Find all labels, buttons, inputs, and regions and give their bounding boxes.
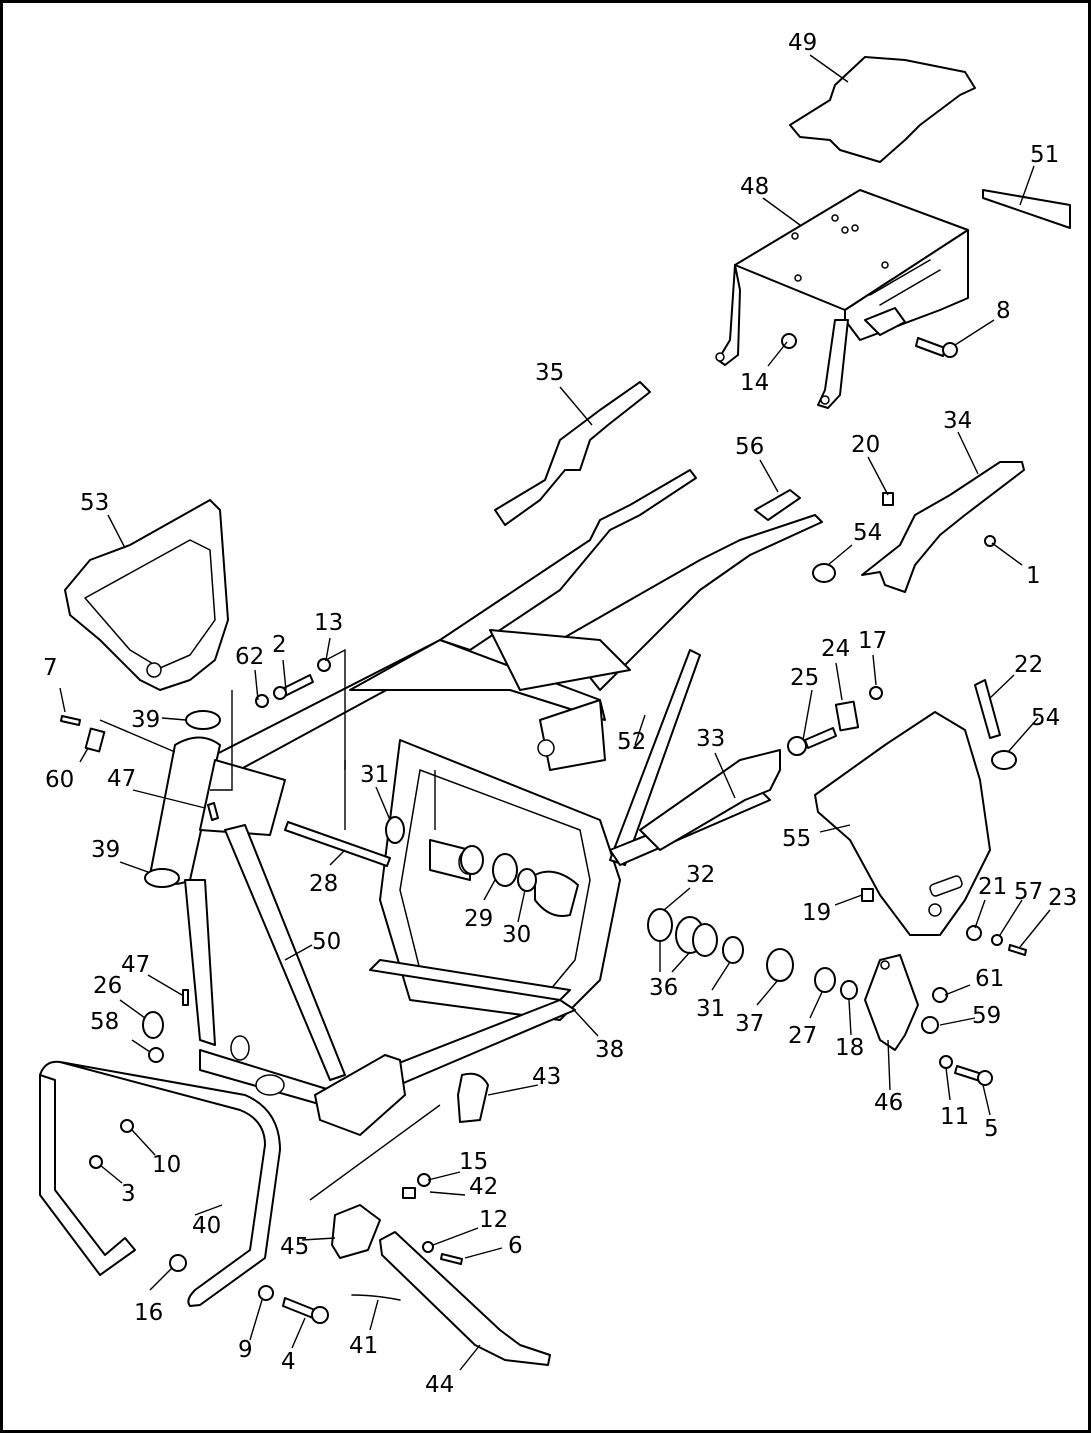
callout-26: 26 <box>93 973 122 999</box>
callout-60: 60 <box>45 767 74 793</box>
leader-lines <box>59 54 1051 1371</box>
part-35-rail <box>494 381 651 526</box>
callout-39-upper: 39 <box>131 707 160 733</box>
callout-52: 52 <box>617 729 646 755</box>
callout-11: 11 <box>940 1104 969 1130</box>
part-22-strip <box>974 679 1001 739</box>
callout-45: 45 <box>280 1234 309 1260</box>
callout-30: 30 <box>502 922 531 948</box>
callout-56: 56 <box>735 434 764 460</box>
callout-7: 7 <box>43 655 58 681</box>
callout-51: 51 <box>1030 142 1059 168</box>
callout-23: 23 <box>1048 885 1077 911</box>
callout-47-upper: 47 <box>107 766 136 792</box>
callout-53: 53 <box>80 490 109 516</box>
callout-31-upper: 31 <box>360 762 389 788</box>
callout-54-upper: 54 <box>853 520 882 546</box>
callout-12: 12 <box>479 1207 508 1233</box>
callout-19: 19 <box>802 900 831 926</box>
callout-1: 1 <box>1026 563 1041 589</box>
callout-16: 16 <box>134 1300 163 1326</box>
callout-37: 37 <box>735 1011 764 1037</box>
callout-36: 36 <box>649 975 678 1001</box>
callout-33: 33 <box>696 726 725 752</box>
callout-13: 13 <box>314 610 343 636</box>
callout-59: 59 <box>972 1003 1001 1029</box>
callout-29: 29 <box>464 906 493 932</box>
callout-48: 48 <box>740 174 769 200</box>
part-55-right-cover <box>814 711 991 936</box>
callout-22: 22 <box>1014 652 1043 678</box>
part-51-strip <box>982 189 1071 229</box>
callout-8: 8 <box>996 298 1011 324</box>
callout-46: 46 <box>874 1090 903 1116</box>
callout-28: 28 <box>309 871 338 897</box>
part-54-cap-upper <box>812 563 836 583</box>
hardware-parts <box>60 333 1027 1324</box>
callout-24: 24 <box>821 636 850 662</box>
callout-62: 62 <box>235 644 264 670</box>
part-33-rail <box>639 749 781 851</box>
callout-38: 38 <box>595 1037 624 1063</box>
callout-44: 44 <box>425 1372 454 1398</box>
callout-31-lower: 31 <box>696 996 725 1022</box>
part-43-cover <box>457 1072 489 1123</box>
callout-15: 15 <box>459 1149 488 1175</box>
callout-17: 17 <box>858 628 887 654</box>
callout-10: 10 <box>152 1152 181 1178</box>
callout-5: 5 <box>984 1116 999 1142</box>
callout-2: 2 <box>272 632 287 658</box>
callout-21: 21 <box>978 874 1007 900</box>
part-46-bracket <box>864 954 919 1051</box>
callout-34: 34 <box>943 408 972 434</box>
part-54-cap-lower <box>991 750 1017 770</box>
part-53-side-cover <box>64 499 229 691</box>
callout-3: 3 <box>121 1181 136 1207</box>
callout-4: 4 <box>281 1349 296 1375</box>
callout-49: 49 <box>788 30 817 56</box>
callout-25: 25 <box>790 665 819 691</box>
callout-61: 61 <box>975 966 1004 992</box>
part-49-gasket <box>789 56 976 163</box>
part-56-clip <box>754 489 801 521</box>
callout-41: 41 <box>349 1333 378 1359</box>
callout-9: 9 <box>238 1337 253 1363</box>
part-main-frame <box>149 469 823 1136</box>
part-40-engine-guard <box>39 1060 281 1307</box>
callout-32: 32 <box>686 862 715 888</box>
callout-18: 18 <box>835 1035 864 1061</box>
callout-20: 20 <box>851 432 880 458</box>
callout-57: 57 <box>1014 879 1043 905</box>
callout-55: 55 <box>782 826 811 852</box>
callout-27: 27 <box>788 1023 817 1049</box>
callout-58: 58 <box>90 1009 119 1035</box>
callout-6: 6 <box>508 1233 523 1259</box>
callout-39-lower: 39 <box>91 837 120 863</box>
callout-labels: 49 51 48 8 14 35 34 20 56 53 54 1 13 2 6… <box>43 30 1077 1398</box>
callout-14: 14 <box>740 370 769 396</box>
callout-42: 42 <box>469 1174 498 1200</box>
callout-50: 50 <box>312 929 341 955</box>
callout-35: 35 <box>535 360 564 386</box>
part-44-lever <box>379 1231 551 1366</box>
callout-47-lower: 47 <box>121 952 150 978</box>
callout-40: 40 <box>192 1213 221 1239</box>
part-48-battery-tray <box>715 189 969 409</box>
callout-43: 43 <box>532 1064 561 1090</box>
part-34-rail <box>861 461 1025 593</box>
part-45-bracket <box>331 1204 381 1259</box>
callout-54-lower: 54 <box>1031 705 1060 731</box>
